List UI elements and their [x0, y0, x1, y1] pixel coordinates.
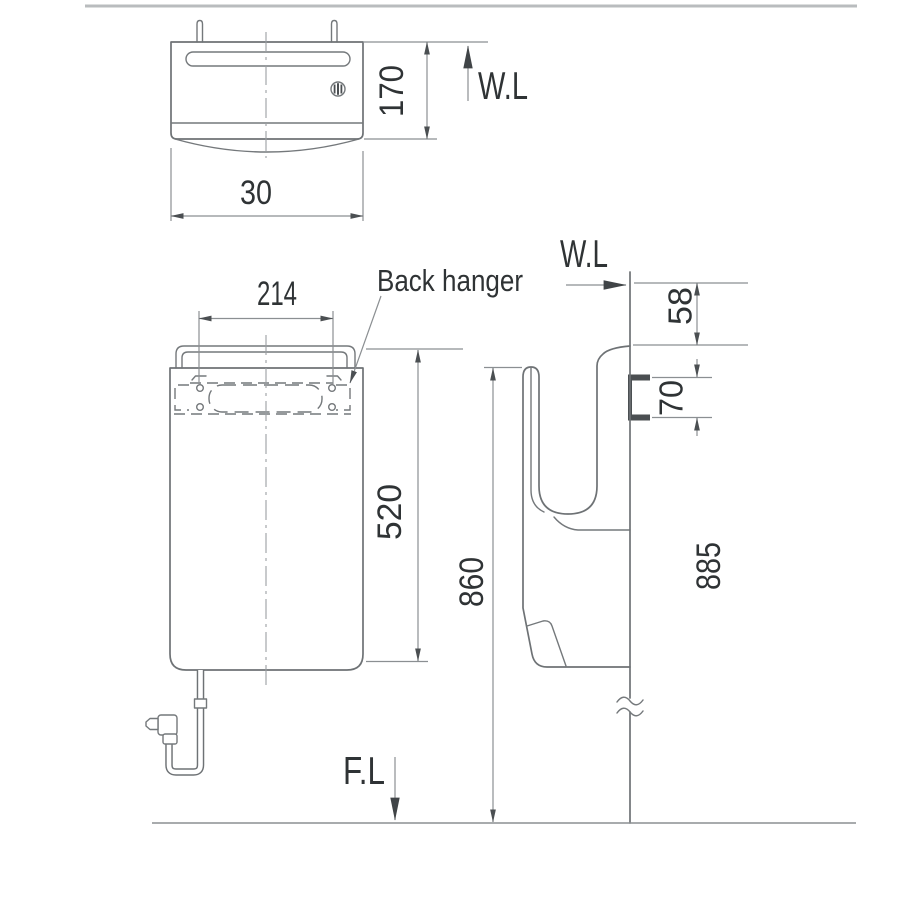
- cord-ferrule: [193, 698, 208, 709]
- hanger-hook-right: [326, 375, 342, 381]
- side-view-dimensions: W.L 58 70 860 885: [453, 233, 748, 823]
- power-cord: [145, 670, 208, 776]
- wall-break-squiggle-1: [616, 696, 644, 706]
- back-hanger-leader: [349, 295, 382, 384]
- wall-line-label-top-view: W.L: [478, 65, 528, 108]
- hand-slot-inner-line: [530, 367, 545, 513]
- top-view-front-bulge: [174, 138, 360, 153]
- hanger-hook-left: [191, 375, 207, 381]
- air-outlet-slot: [185, 51, 351, 67]
- mounting-pin-right: [330, 19, 338, 43]
- sensor-grille-icon: [330, 81, 346, 97]
- front-view: [145, 335, 364, 776]
- side-view-body-outline: [522, 345, 631, 668]
- back-hanger-label: Back hanger: [377, 263, 523, 298]
- top-cap-inner: [181, 351, 348, 369]
- mounting-pin-left: [196, 19, 204, 43]
- dim-30-label: 30: [240, 174, 272, 212]
- front-view-dimensions: 214 Back hanger 520 F.L: [198, 263, 523, 821]
- top-view: [170, 19, 364, 158]
- drain-panel-line: [526, 620, 567, 667]
- top-view-dimensions: 170 30 W.L: [170, 41, 528, 221]
- floor-line-label: F.L: [343, 750, 385, 793]
- plug-prong: [145, 717, 159, 731]
- dim-860-label: 860: [453, 557, 491, 607]
- wall-break-squiggle-2: [616, 707, 644, 717]
- back-hanger-hidden-outline: [174, 382, 351, 415]
- side-view: [522, 271, 650, 824]
- wall-line-label-side-view: W.L: [560, 233, 608, 276]
- dim-70-label: 70: [653, 380, 690, 416]
- dim-520-label: 520: [371, 484, 409, 540]
- cavity-bottom-line: [553, 516, 631, 531]
- dim-885-label: 885: [690, 542, 728, 590]
- dim-58-label: 58: [662, 287, 699, 325]
- dim-170-label: 170: [373, 65, 411, 117]
- front-view-body-outline: [169, 367, 364, 671]
- wall-mount-tabs: [628, 374, 650, 421]
- power-plug: [145, 714, 178, 745]
- dim-214-label: 214: [257, 275, 297, 313]
